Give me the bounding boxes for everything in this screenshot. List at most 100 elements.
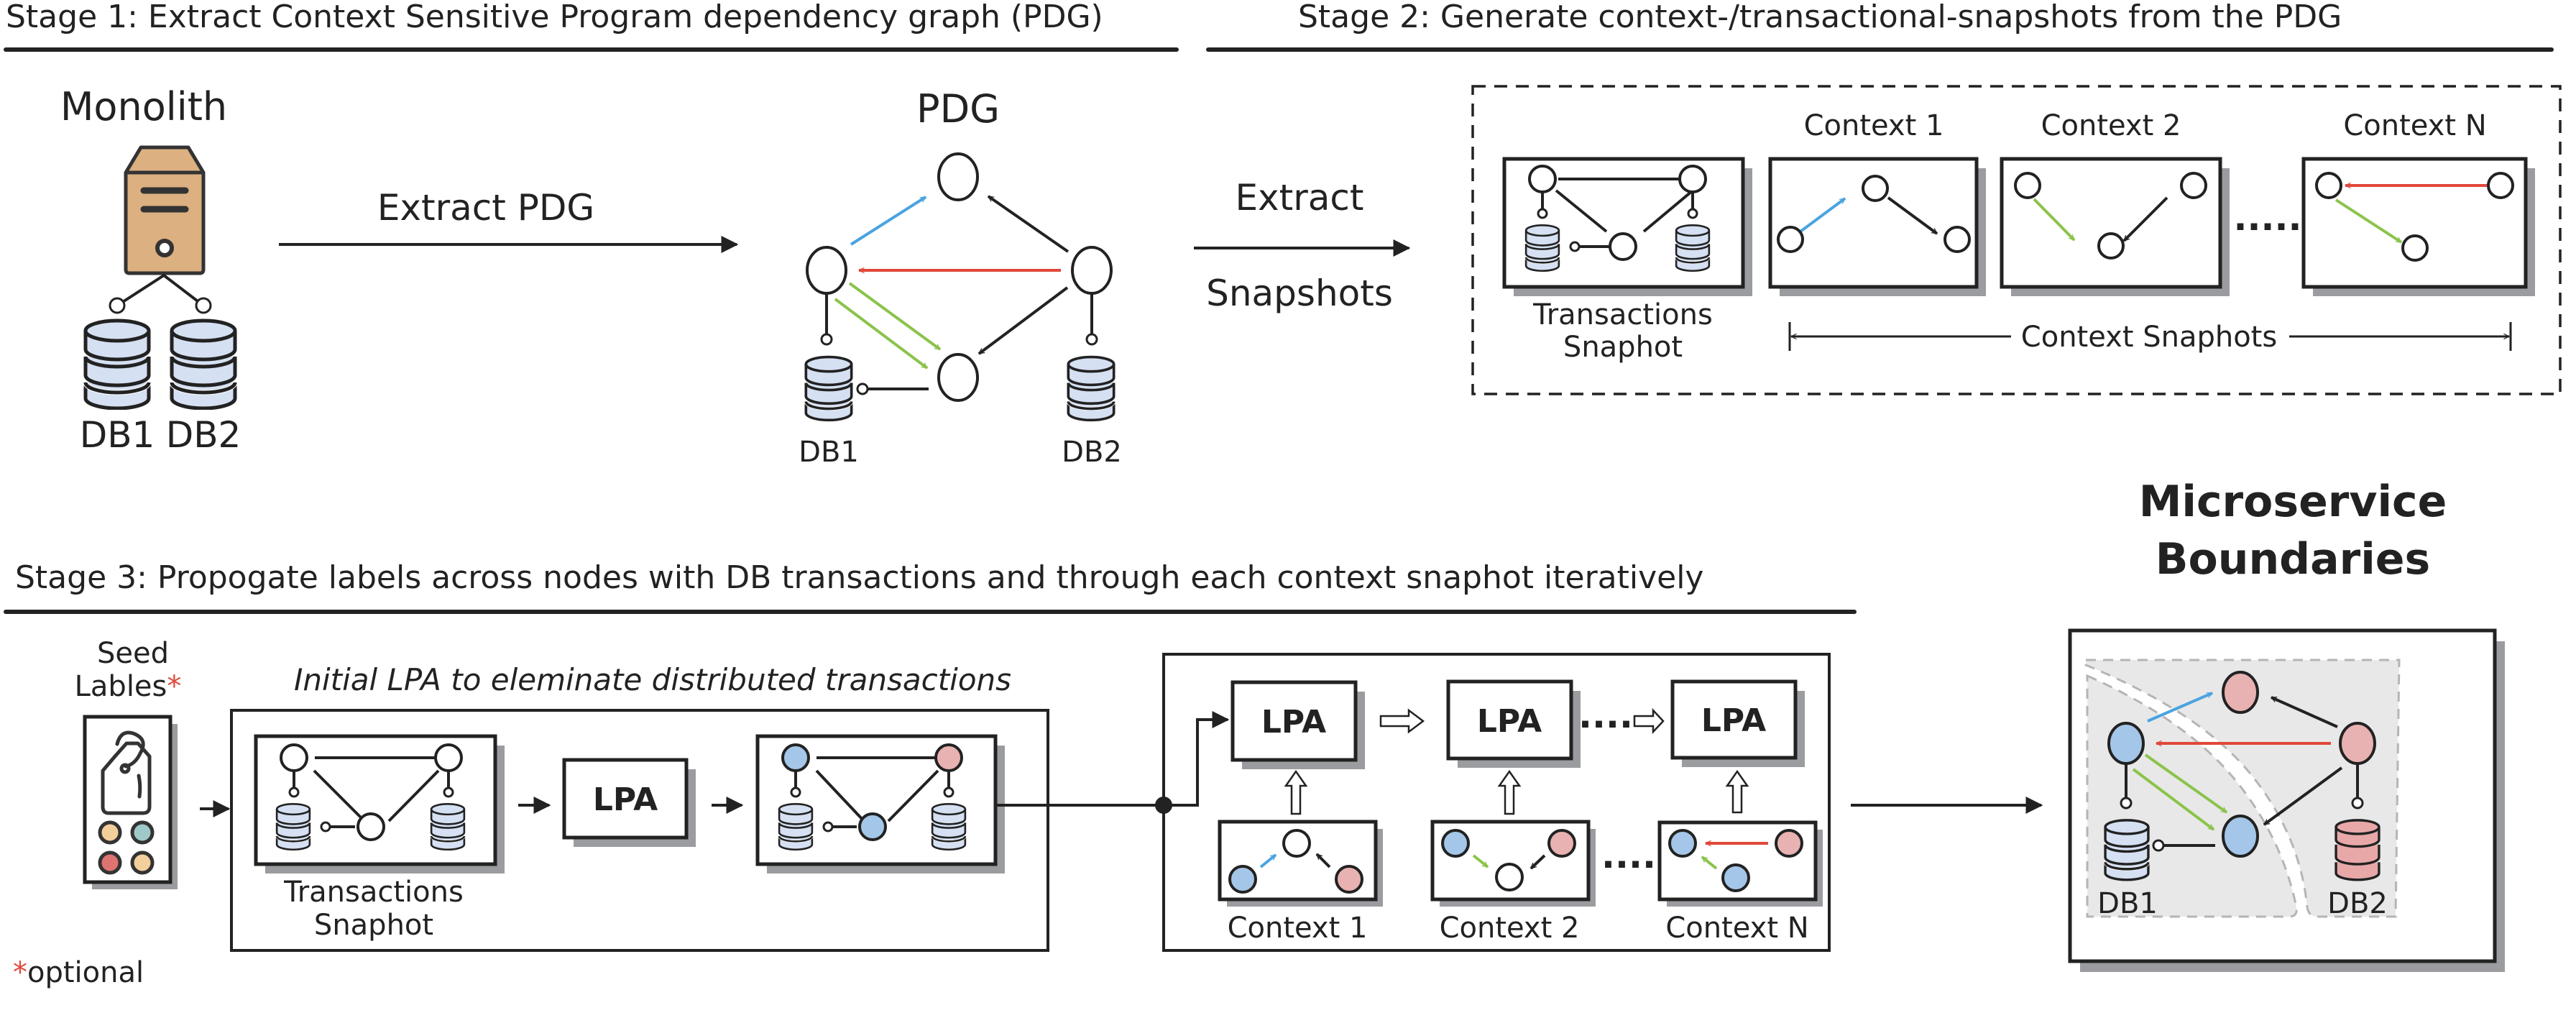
pdg-edge-blue [850, 196, 926, 246]
lpa1-label: LPA [1261, 704, 1326, 740]
stage2: Stage 2: Generate context-/transactional… [1194, 0, 2562, 395]
hollow-arrow-context2-up [1497, 769, 1522, 815]
s3-context1-graph [1228, 829, 1363, 894]
hollow-arrow-lpa2-lpaN [1633, 707, 1665, 735]
pdg-db2-label: DB2 [1062, 436, 1122, 469]
result-db1-label: DB1 [2097, 887, 2158, 920]
lpaN-box [1670, 679, 1798, 760]
s3-contextN-graph [1668, 829, 1803, 892]
iterative-entry-arrow [1164, 711, 1230, 807]
initial-lpa-label: LPA [593, 781, 658, 818]
iterative-lpa-container [1162, 653, 1831, 952]
initial-transactions-label-line1: Transactions [283, 876, 464, 909]
s3-contextN-label: Context N [1665, 912, 1808, 945]
pdg-node-right [1071, 246, 1113, 295]
stage2-title: Stage 2: Generate context-/transactional… [1298, 0, 2342, 35]
monolith-label: Monolith [60, 84, 227, 129]
s3-context2-label: Context 2 [1440, 912, 1580, 945]
initial-lpa-box [562, 758, 689, 840]
lpa2-box [1446, 679, 1573, 761]
lpa1-box [1230, 680, 1358, 762]
pdg-db1-label: DB1 [799, 436, 859, 469]
seed-label-line1: Seed [97, 637, 169, 670]
tag-icon [101, 730, 152, 815]
result-db2-icon [2334, 818, 2380, 881]
pdg-graph [806, 152, 1113, 402]
labeled-node-pink [934, 743, 963, 772]
result-node-right [2339, 722, 2376, 765]
pdg-edge-green-2 [834, 298, 929, 370]
db2-icon [172, 321, 235, 408]
context1-label: Context 1 [1804, 109, 1944, 142]
hollow-arrow-lpa1-lpa2 [1379, 708, 1425, 734]
server-icon [124, 145, 206, 275]
pdg-edge-black-top [987, 195, 1070, 253]
labeled-db2-icon [931, 802, 967, 851]
lpa2-label: LPA [1477, 703, 1542, 740]
context2-graph [2014, 172, 2207, 260]
context-ellipsis: .... [1601, 835, 1656, 876]
extract-snapshots-label-top: Extract [1235, 177, 1363, 219]
context1-graph [1777, 175, 1971, 253]
monolith-db1-label: DB1 [80, 414, 155, 456]
initial-lpa-caption: Initial LPA to eleminate distributed tra… [294, 662, 1011, 697]
pdg-label: PDG [916, 86, 1000, 132]
result-db1-icon [2105, 820, 2148, 880]
s3-context2-graph [1441, 829, 1576, 891]
pdg-edge-black-bottom [978, 286, 1069, 355]
result-node-left [2107, 722, 2145, 765]
extract-snapshots-label-bottom: Snapshots [1206, 272, 1393, 314]
labeled-node-blue-2 [858, 812, 887, 841]
context-range-label: Context Snaphots [2021, 321, 2277, 354]
result-title-line1: Microservice [2139, 477, 2447, 527]
labeled-node-blue-1 [781, 743, 810, 772]
service-boundary-right [2084, 659, 2401, 918]
result: Microservice Boundaries DB1 DB2 [2068, 477, 2505, 972]
extract-pdg-label: Extract PDG [377, 187, 594, 229]
monolith-db2-label: DB2 [166, 414, 242, 456]
result-graph [2107, 671, 2376, 858]
context-range-indicator: Context Snaphots [1788, 321, 2512, 354]
pdg-node-top [937, 152, 979, 201]
stage1: Stage 1: Extract Context Sensitive Progr… [4, 0, 1179, 469]
initial-transactions-label-line2: Snaphot [314, 909, 433, 942]
result-title-line2: Boundaries [2156, 534, 2430, 584]
seed-label-line2: Lables* [75, 670, 182, 703]
stage1-title: Stage 1: Extract Context Sensitive Progr… [6, 0, 1103, 35]
result-node-top [2222, 671, 2259, 714]
initial-lpa-container [230, 709, 1049, 952]
transactions-label-line1: Transactions [1532, 298, 1713, 331]
hollow-arrow-contextN-up [1725, 769, 1749, 814]
transactions-graph [1524, 165, 1711, 272]
seed-dot-orange-2 [130, 850, 155, 875]
pdg-db1-icon [806, 357, 851, 421]
monolith-db-links [109, 273, 212, 314]
lpa-ellipsis: .... [1578, 694, 1633, 736]
initial-transactions-graph [275, 743, 466, 851]
initial-db1-icon [275, 802, 311, 851]
hollow-arrow-context1-up [1284, 769, 1308, 815]
labeled-snapshot-graph [778, 743, 967, 851]
db1-icon [86, 321, 149, 408]
pdg-db2-icon [1068, 357, 1113, 421]
stage2-ellipsis: ..... [2234, 197, 2302, 239]
snapshots-dashed-container [1471, 85, 2562, 395]
pdg-edge-green-1 [848, 282, 942, 351]
stage3-title: Stage 3: Propogate labels across nodes w… [15, 559, 1703, 596]
transactions-db2-icon [1675, 224, 1711, 272]
s3-context1-label: Context 1 [1228, 912, 1368, 945]
lpaN-label: LPA [1701, 702, 1766, 739]
transactions-db1-icon [1524, 224, 1560, 272]
result-db2-label: DB2 [2327, 887, 2388, 920]
contextN-label: Context N [2343, 109, 2486, 142]
stage3: Stage 3: Propogate labels across nodes w… [4, 559, 2043, 989]
seed-dot-red [98, 850, 122, 875]
seed-dot-orange [98, 820, 122, 845]
transactions-label-line2: Snaphot [1563, 331, 1683, 364]
pdg-node-bottom [937, 353, 979, 402]
seed-dot-teal [130, 820, 155, 845]
result-node-bottom [2222, 815, 2259, 858]
context2-label: Context 2 [2041, 109, 2181, 142]
contextN-graph [2315, 172, 2514, 262]
